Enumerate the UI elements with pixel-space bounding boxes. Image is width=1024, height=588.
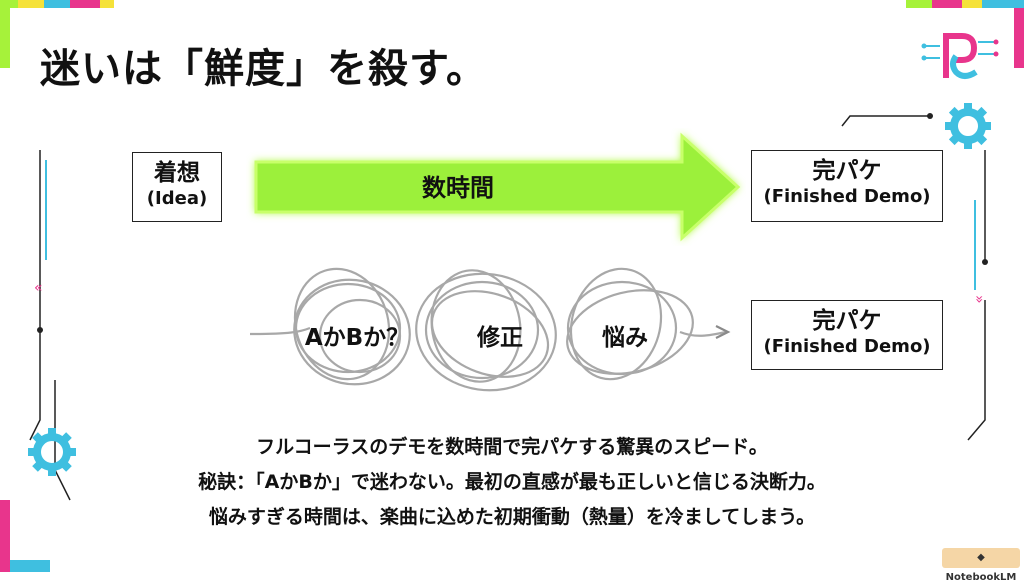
- corner-block: [0, 500, 10, 572]
- idea-box: 着想 (Idea): [132, 152, 222, 222]
- finished-label: 完パケ: [812, 158, 882, 184]
- corner-block: [906, 0, 932, 8]
- gear-icon: [28, 428, 76, 476]
- finished-box-top: 完パケ (Finished Demo): [751, 150, 943, 222]
- circuit-lines-right: [841, 115, 986, 441]
- tangled-loops: [250, 267, 731, 392]
- notebooklm-badge[interactable]: ◆ NotebookLM: [942, 548, 1020, 583]
- corner-block: [44, 0, 70, 8]
- chevron-icon: «: [34, 280, 43, 296]
- corner-block: [10, 560, 50, 572]
- circuit-dot: [982, 259, 988, 265]
- body-line-2: 秘訣：「AかBか」で迷わない。最初の直感が最も正しいと信じる決断力。: [198, 471, 826, 493]
- circuit-dot: [37, 327, 43, 333]
- chevron-icon: »: [971, 295, 987, 304]
- corner-block: [0, 0, 18, 8]
- logo-icon: [921, 33, 999, 79]
- finished-sublabel: (Finished Demo): [763, 336, 931, 357]
- corner-block: [962, 0, 982, 8]
- body-line-1: フルコーラスのデモを数時間で完パケする驚異のスピード。: [256, 436, 768, 458]
- corner-block: [70, 0, 100, 8]
- arrow-shape: [254, 132, 741, 242]
- idea-label: 着想: [154, 160, 200, 186]
- finished-label: 完パケ: [812, 308, 882, 334]
- finished-box-bottom: 完パケ (Finished Demo): [751, 300, 943, 370]
- gear-icon: [945, 103, 991, 149]
- decorative-frame: « »: [0, 0, 1024, 572]
- idea-sublabel: (Idea): [146, 188, 208, 209]
- circuit-dot: [927, 113, 933, 119]
- loop-label-revision: 修正: [477, 325, 523, 351]
- notebooklm-label: NotebookLM: [945, 572, 1017, 583]
- slide-title: 迷いは「鮮度」を殺す。: [40, 46, 487, 92]
- arrow-label: 数時間: [422, 174, 494, 202]
- corner-block: [18, 0, 44, 8]
- finished-sublabel: (Finished Demo): [763, 186, 931, 207]
- loop-label-choice: AかBか？: [304, 325, 410, 351]
- body-line-3: 悩みすぎる時間は、楽曲に込めた初期衝動（熱量）を冷ましてしまう。: [208, 506, 816, 528]
- time-arrow: [254, 132, 741, 242]
- loop-label-worry: 悩み: [602, 325, 648, 351]
- corner-block: [1014, 8, 1024, 68]
- corner-block: [0, 8, 10, 68]
- corner-block: [982, 0, 1024, 8]
- corner-block: [100, 0, 114, 8]
- notebooklm-icon: ◆: [977, 552, 985, 563]
- corner-block: [932, 0, 962, 8]
